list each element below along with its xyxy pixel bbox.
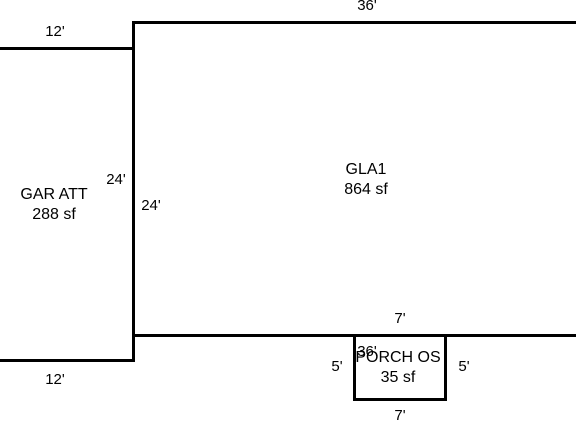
gla1-top-dimension: 36': [357, 0, 377, 14]
gla1-name: GLA1: [345, 161, 387, 178]
porch-area-label: PORCH OS 35 sf: [355, 348, 440, 388]
garage-bottom-wall: [0, 359, 135, 362]
porch-left-dimension: 5': [331, 358, 343, 375]
porch-right-dimension: 5': [458, 358, 470, 375]
porch-right-wall: [444, 334, 447, 401]
gar-top-dimension: 12': [45, 23, 65, 40]
gar-att-area: 288 sf: [32, 206, 76, 223]
porch-name: PORCH OS: [355, 349, 441, 366]
gla1-left-wall: [132, 21, 135, 362]
gla1-top-wall: [132, 21, 576, 24]
gla1-area-label: GLA1 864 sf: [344, 160, 388, 200]
gla1-area: 864 sf: [344, 181, 388, 198]
gla1-left-dimension: 24': [141, 197, 161, 214]
porch-bottom-dimension: 7': [394, 407, 406, 424]
porch-bottom-wall: [353, 398, 447, 401]
gar-right-dimension: 24': [106, 171, 126, 188]
gar-bottom-dimension: 12': [45, 371, 65, 388]
gar-att-area-label: GAR ATT 288 sf: [20, 185, 87, 225]
porch-left-wall: [353, 334, 356, 401]
porch-area: 35 sf: [380, 369, 416, 386]
garage-top-wall: [0, 47, 135, 50]
gar-att-name: GAR ATT: [20, 186, 88, 203]
porch-top-dimension: 7': [394, 310, 406, 327]
gla1-bottom-dimension: 36': [357, 343, 377, 360]
